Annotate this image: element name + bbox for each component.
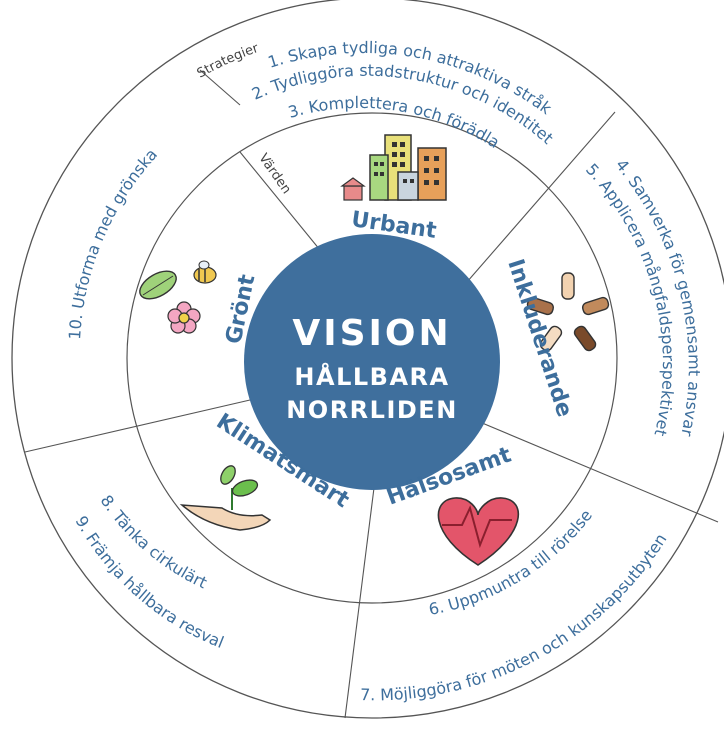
heart-icon bbox=[437, 497, 519, 566]
center-line1: HÅLLBARA bbox=[294, 362, 449, 391]
divider-bottom bbox=[344, 479, 376, 719]
ring-dividers bbox=[24, 69, 719, 719]
center-title: VISION bbox=[292, 313, 451, 354]
leaf-flower-bee-icon bbox=[139, 260, 217, 334]
divider-top-left-outer bbox=[199, 69, 241, 106]
center-disc bbox=[244, 234, 500, 490]
divider-right-lower bbox=[474, 419, 719, 523]
center-line2: NORRLIDEN bbox=[286, 396, 458, 424]
plant-hand-icon bbox=[179, 465, 272, 531]
divider-right-upper bbox=[459, 111, 616, 291]
divider-left bbox=[24, 399, 251, 453]
hands-icon bbox=[526, 272, 610, 352]
buildings-icon bbox=[340, 134, 447, 201]
divider-top-left-inner bbox=[239, 151, 321, 251]
